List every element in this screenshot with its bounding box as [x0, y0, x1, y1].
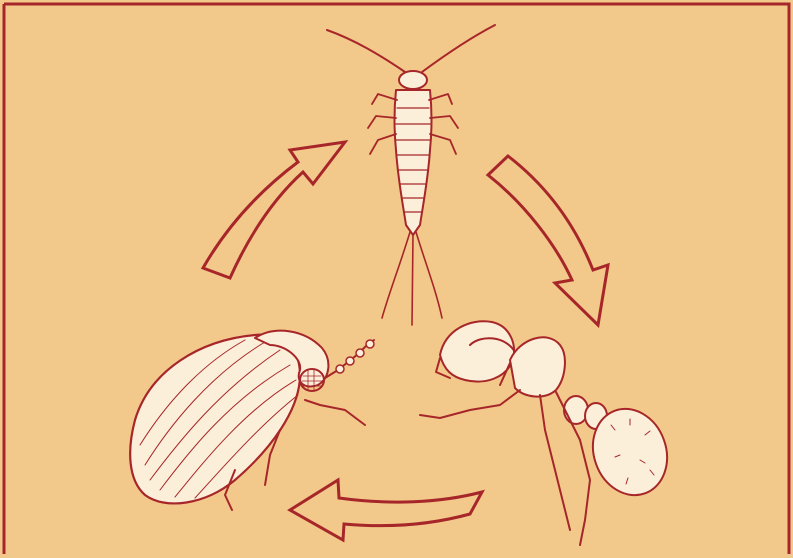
background: [0, 0, 793, 558]
diagram-canvas: [0, 0, 793, 558]
cycle-diagram: [0, 0, 793, 558]
